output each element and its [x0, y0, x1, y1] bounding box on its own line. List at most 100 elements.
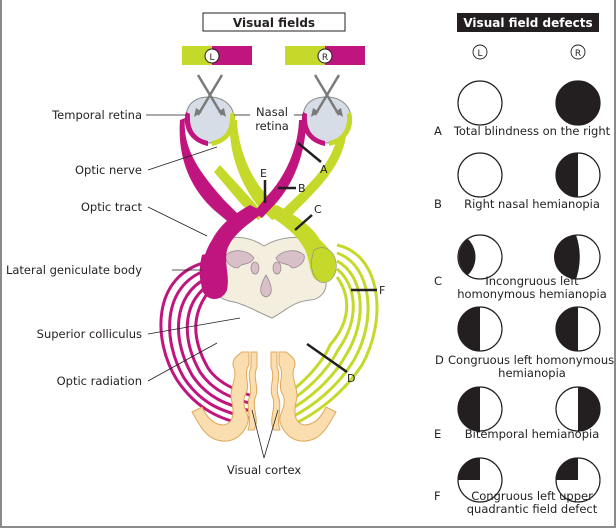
defect-letter: B: [434, 197, 442, 211]
right-field-c-outline: [555, 234, 601, 280]
left-field-c: [457, 234, 503, 280]
lesion-marker-f: F: [351, 284, 385, 297]
lateral-geniculate-body-right: [311, 247, 337, 283]
defect-caption-line: Incongruous left: [485, 274, 579, 288]
right-eye: [301, 74, 353, 146]
left-field-f-outline: [457, 457, 503, 503]
defect-caption-line: Congruous left upper: [471, 489, 593, 503]
right-field-e-defect-area: [578, 387, 600, 431]
label-lateral-geniculate-body: Lateral geniculate body: [6, 263, 142, 277]
label-temporal-retina: Temporal retina: [51, 108, 142, 122]
right-field-d: [555, 306, 601, 352]
midbrain: [210, 236, 327, 319]
defect-letter: C: [434, 274, 442, 288]
defect-row-b: B Right nasal hemianopia: [434, 152, 601, 211]
visual-fields-header: Visual fields: [202, 12, 346, 32]
left-eye: [184, 74, 236, 146]
defect-caption-line: Total blindness on the right: [453, 124, 611, 138]
left-field-d-outline: [457, 306, 503, 352]
right-field-c-defect-area: [554, 235, 580, 279]
label-visual-cortex: Visual cortex: [227, 463, 301, 477]
lesion-letter-d: D: [347, 372, 355, 385]
lesion-marker-b: B: [278, 182, 306, 195]
left-field-f: [457, 457, 503, 503]
left-field-marker: L: [209, 53, 214, 63]
right-visual-field-bar: R: [285, 46, 365, 65]
svg-text:R: R: [575, 49, 581, 59]
defect-caption-line: Right nasal hemianopia: [464, 197, 600, 211]
left-field-d: [457, 306, 503, 352]
right-field-f-defect-area: [556, 458, 578, 480]
lateral-geniculate-body-left: [199, 253, 228, 299]
left-field-d-defect-area: [458, 307, 480, 351]
lesion-letter-e: E: [260, 167, 267, 180]
leader-lines: [146, 114, 303, 459]
left-field-e-defect-area: [458, 387, 480, 431]
right-field-f: [555, 457, 601, 503]
left-field-e-outline: [457, 386, 503, 432]
right-field-e: [555, 386, 601, 432]
right-field-e-outline: [555, 386, 601, 432]
defect-caption-line: Bitemporal hemianopia: [465, 427, 600, 441]
leader-superior-colliculus: [147, 317, 241, 335]
leader-optic-tract: [147, 206, 208, 237]
left-visual-field-bar: L: [182, 46, 252, 65]
defect-letter: F: [434, 489, 441, 503]
visual-fields-title: Visual fields: [233, 16, 315, 30]
lesion-marker-d: D: [306, 342, 355, 385]
defect-row-e: E Bitemporal hemianopia: [434, 386, 601, 441]
defect-letter: E: [434, 427, 441, 441]
right-optic-radiation: [283, 243, 379, 427]
defect-caption-line: quadrantic field defect: [467, 502, 598, 516]
leader-visual-cortex-right: [263, 409, 279, 459]
visual-cortex-right: [270, 351, 337, 442]
left-field-b: [457, 152, 503, 198]
label-nasal-retina-line1: Nasal: [256, 105, 288, 119]
defect-letter: D: [435, 353, 444, 367]
left-field-a: [457, 80, 503, 126]
left-field-c-defect-area: [458, 239, 476, 275]
defects-eye-label-right: R: [570, 44, 586, 60]
lesion-letter-a: A: [320, 163, 328, 176]
right-field-d-defect-area: [556, 307, 578, 351]
right-field-b-outline: [555, 152, 601, 198]
right-field-b-defect-area: [556, 153, 578, 197]
defects-header: Visual field defects: [457, 13, 599, 32]
label-optic-radiation: Optic radiation: [57, 374, 142, 388]
right-field-c: [554, 234, 601, 280]
leader-optic-nerve: [147, 146, 218, 171]
lesion-marker-e: E: [260, 167, 267, 203]
lesion-letter-f: F: [379, 284, 385, 297]
right-field-a-outline: [555, 80, 601, 126]
left-field-a-outline: [457, 80, 503, 126]
right-field-marker: R: [322, 53, 328, 63]
defect-letter: A: [434, 124, 442, 138]
lesion-letter-c: C: [314, 203, 322, 216]
left-field-e: [457, 386, 503, 432]
visual-cortex-left: [191, 351, 258, 442]
lesion-marker-a: A: [297, 142, 328, 176]
lesion-marker-c: C: [294, 203, 322, 231]
defect-caption-line: hemianopia: [498, 366, 566, 380]
left-field-f-defect-area: [458, 458, 480, 480]
label-optic-nerve: Optic nerve: [75, 163, 142, 177]
label-nasal-retina-line2: retina: [255, 119, 289, 133]
right-field-f-outline: [555, 457, 601, 503]
leader-visual-cortex-left: [251, 409, 265, 459]
right-field-a: [555, 80, 601, 126]
right-field-b: [555, 152, 601, 198]
defects-eye-label-left: L: [472, 44, 488, 60]
defect-caption-line: homonymous hemianopia: [457, 287, 607, 301]
left-field-c-outline: [457, 234, 503, 280]
defects-title: Visual field defects: [463, 16, 592, 30]
left-field-b-outline: [457, 152, 503, 198]
defect-row-a: A Total blindness on the right: [434, 80, 611, 138]
right-field-d-outline: [555, 306, 601, 352]
svg-text:L: L: [477, 49, 482, 59]
leader-optic-radiation: [147, 342, 218, 382]
